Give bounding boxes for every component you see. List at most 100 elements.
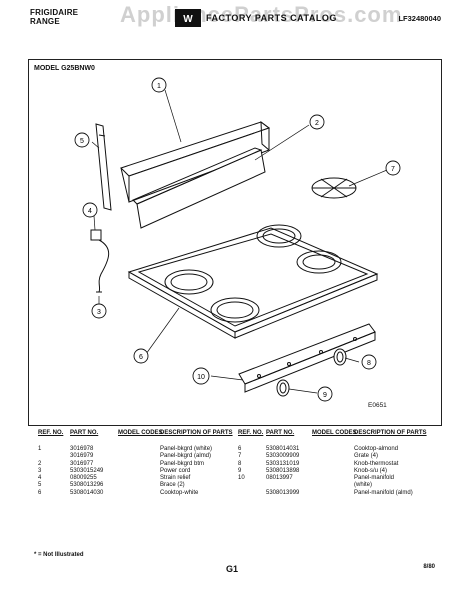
callout-9: 9 (317, 386, 333, 402)
left-desc-cell: Strain relief (160, 475, 191, 482)
left-part-cell: 08009255 (70, 475, 97, 482)
left-part-cell: 3016978 (70, 446, 94, 452)
footnote: * = Not Illustrated (34, 552, 84, 558)
left-desc-cell: Panel-bkgrd (almd) (160, 453, 212, 460)
thermostat-knob-icon (333, 348, 347, 366)
manifold-panel (238, 323, 376, 393)
callout-4: 4 (82, 202, 98, 218)
right-ref-cell: 9 (238, 467, 242, 474)
right-part-cell: 5308013999 (266, 489, 300, 496)
svg-text:W: W (183, 14, 193, 25)
left-desc-cell: Cooktop-white (160, 489, 199, 496)
burner-grate (311, 177, 357, 199)
surface-unit-knob-icon (276, 379, 290, 397)
callout-3: 3 (91, 303, 107, 319)
wci-logo-icon: W (175, 9, 201, 27)
callout-markers: 1 2 3 4 5 6 7 8 9 10 (74, 77, 401, 402)
header-model-codes-right: MODEL CODES (312, 430, 357, 436)
right-ref-cell (238, 482, 263, 489)
left-code-column: MODEL CODES (118, 430, 163, 446)
figure-id: E0651 (368, 402, 387, 409)
right-desc-cell: Knob-thermostat (354, 460, 399, 467)
right-part-cell: 5308014031 (266, 446, 300, 452)
right-ref-cell: 6 (238, 446, 242, 452)
left-part-cell: 3016979 (70, 453, 94, 460)
brand-name: FRIGIDAIRE (30, 8, 79, 17)
svg-text:10: 10 (197, 374, 205, 381)
right-part-cell: 5303131019 (266, 460, 300, 467)
right-desc-cell: Panel-manifold (almd) (354, 489, 413, 496)
left-part-cell: 5308014030 (70, 489, 104, 496)
right-code-column: MODEL CODES (312, 430, 357, 446)
header-model-codes: MODEL CODES (118, 430, 163, 436)
svg-text:7: 7 (391, 166, 395, 173)
svg-text:5: 5 (80, 138, 84, 145)
callout-6: 6 (133, 348, 149, 364)
left-ref-cell: 2 (38, 460, 42, 467)
callout-10: 10 (192, 367, 210, 385)
left-ref-cell: 6 (38, 489, 42, 496)
callout-7: 7 (385, 160, 401, 176)
product-type: RANGE (30, 17, 60, 26)
power-cord (90, 229, 110, 293)
left-ref-cell: 5 (38, 482, 42, 489)
right-part-cell: 5308013898 (266, 467, 300, 474)
header-description-right: DESCRIPTION OF PARTS (354, 430, 427, 436)
callout-2: 2 (309, 114, 325, 130)
header-description: DESCRIPTION OF PARTS (160, 430, 233, 436)
right-ref-cell: 8 (238, 460, 242, 467)
cooktop (127, 224, 379, 339)
left-desc-column: DESCRIPTION OF PARTS Panel-bkgrd (white)… (160, 430, 233, 497)
left-part-cell: 3016977 (70, 460, 94, 467)
header-part-no: PART NO. (70, 430, 99, 436)
backguard-bottom-panel (132, 147, 266, 229)
right-desc-cell: Grate (4) (354, 453, 379, 460)
svg-text:1: 1 (157, 83, 161, 90)
callout-5: 5 (74, 132, 90, 148)
model-label: MODEL G25BNW0 (34, 65, 95, 72)
svg-text:9: 9 (323, 392, 327, 399)
brand-block: FRIGIDAIRE RANGE (30, 8, 78, 26)
right-ref-cell: 7 (238, 453, 242, 460)
left-desc-cell: Power cord (160, 467, 191, 474)
right-desc-cell: Cooktop-almond (354, 446, 399, 452)
right-desc-cell: Knob-s/u (4) (354, 467, 388, 474)
svg-text:2: 2 (315, 120, 319, 127)
left-ref-cell: 1 (38, 446, 42, 452)
callout-8: 8 (361, 354, 377, 370)
svg-text:8: 8 (367, 360, 371, 367)
right-desc-cell: Panel-manifold (354, 475, 395, 482)
diagram-frame (28, 59, 442, 426)
left-part-cell: 5303015249 (70, 467, 104, 474)
watermark: AppliancePartsPros.com (120, 2, 403, 27)
right-part-cell: 08013997 (266, 475, 293, 482)
header-ref-no-right: REF. NO. (238, 430, 264, 436)
header-ref-no: REF. NO. (38, 430, 64, 436)
left-ref-cell: 3 (38, 467, 42, 474)
left-part-cell: 5308013296 (70, 482, 104, 489)
left-ref-cell: 4 (38, 475, 42, 482)
exploded-parts-diagram: 1 2 3 4 5 6 7 8 9 10 (74, 77, 401, 402)
left-desc-cell: Brace (2) (160, 482, 185, 489)
right-desc-cell: (white) (354, 482, 373, 489)
left-ref-cell (38, 453, 63, 460)
revision-date: 8/80 (423, 564, 435, 570)
svg-text:3: 3 (97, 309, 101, 316)
right-ref-cell (238, 490, 263, 497)
right-part-cell: 5303009909 (266, 453, 300, 460)
page-code: G1 (226, 564, 239, 574)
callout-1: 1 (151, 77, 167, 93)
catalog-number: LF32480040 (398, 14, 441, 23)
svg-text:4: 4 (88, 208, 92, 215)
right-ref-cell: 10 (238, 475, 245, 482)
backguard-panel (120, 120, 271, 203)
svg-text:6: 6 (139, 354, 143, 361)
brace (95, 123, 112, 211)
header-part-no-right: PART NO. (266, 430, 295, 436)
